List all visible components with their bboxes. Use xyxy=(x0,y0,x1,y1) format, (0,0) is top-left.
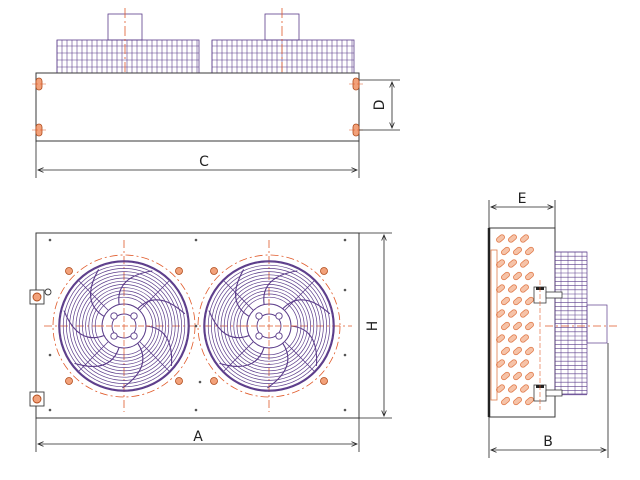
dimension-h xyxy=(359,232,392,419)
fan-guard-top-right xyxy=(211,13,355,74)
top-view: C D xyxy=(32,8,400,178)
dimension-d xyxy=(359,79,400,131)
mounting-slots-top xyxy=(35,77,360,137)
dimension-b-label: B xyxy=(543,434,553,450)
casing-top xyxy=(35,72,360,142)
fan-guard-top-left xyxy=(56,13,200,74)
dimension-a xyxy=(35,418,360,452)
dimension-c xyxy=(35,141,360,178)
fan-2 xyxy=(203,260,335,392)
dimension-e xyxy=(488,200,556,228)
fan-guard-side xyxy=(554,251,608,396)
dimension-d-label: D xyxy=(372,100,388,111)
front-view: A H xyxy=(29,232,392,452)
fan-1 xyxy=(58,260,190,392)
casing-front xyxy=(35,232,360,419)
dimension-a-label: A xyxy=(193,429,203,445)
side-brackets xyxy=(29,288,52,407)
dimension-e-label: E xyxy=(518,191,527,207)
top-centerlines xyxy=(124,8,283,88)
dimension-b xyxy=(488,343,609,458)
side-view: E B xyxy=(487,191,620,458)
dimension-c-label: C xyxy=(199,154,209,170)
dimension-h-label: H xyxy=(365,321,381,332)
